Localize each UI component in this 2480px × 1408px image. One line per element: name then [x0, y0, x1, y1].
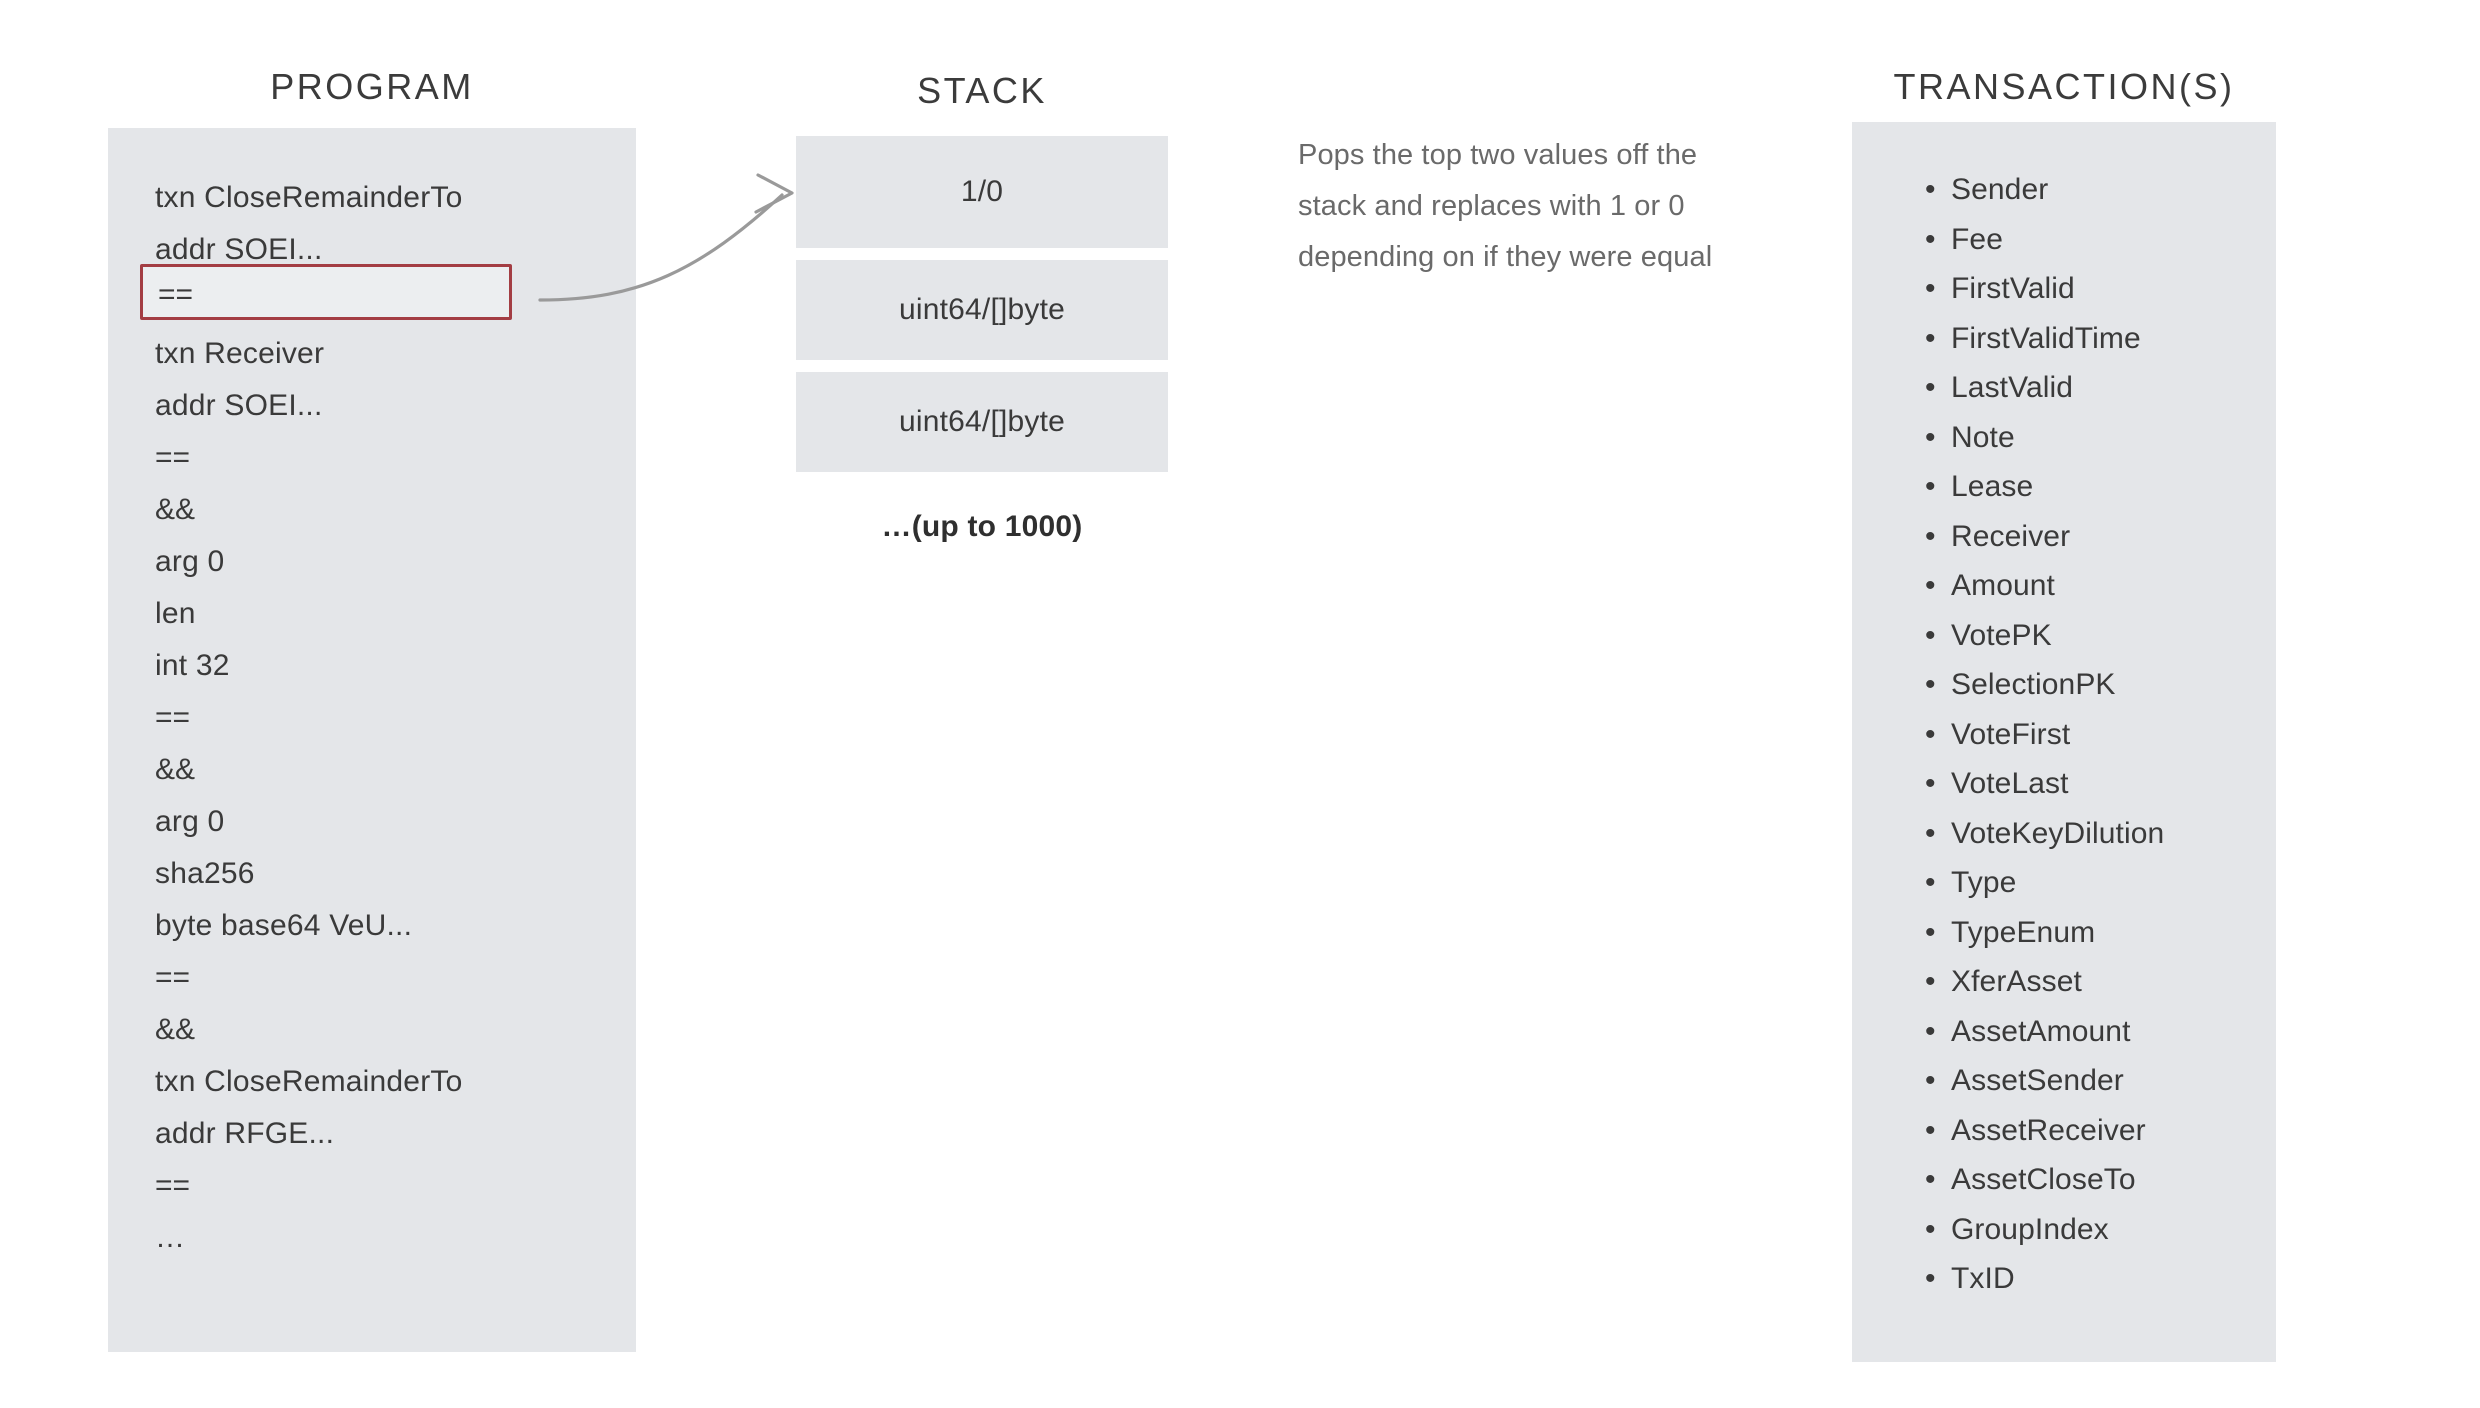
- program-line[interactable]: ==: [155, 441, 191, 474]
- program-line[interactable]: …: [155, 1221, 185, 1254]
- transaction-field-item: Sender: [1925, 165, 2325, 215]
- transaction-column-header: TRANSACTION(S): [1893, 66, 2235, 107]
- program-line[interactable]: addr SOEI...: [155, 233, 323, 266]
- annotation-line: stack and replaces with 1 or 0: [1298, 190, 1685, 222]
- transaction-field-item: SelectionPK: [1925, 660, 2325, 710]
- transaction-field-list: SenderFeeFirstValidFirstValidTimeLastVal…: [1925, 165, 2325, 1304]
- annotation-line: depending on if they were equal: [1298, 241, 1713, 273]
- program-line[interactable]: arg 0: [155, 545, 225, 578]
- transaction-field-item: AssetAmount: [1925, 1007, 2325, 1057]
- transaction-field-item: AssetSender: [1925, 1056, 2325, 1106]
- program-line[interactable]: txn CloseRemainderTo: [155, 181, 463, 214]
- transaction-field-item: Note: [1925, 413, 2325, 463]
- transaction-field-item: VoteLast: [1925, 759, 2325, 809]
- program-line[interactable]: ==: [155, 701, 191, 734]
- highlighted-instruction-box[interactable]: ==: [140, 264, 512, 320]
- program-instruction-list: txn CloseRemainderTo addr SOEI... == txn Re…: [155, 172, 575, 1264]
- stack-box-second: uint64/[]byte: [796, 260, 1168, 360]
- highlighted-instruction-label: ==: [158, 278, 194, 311]
- transaction-field-item: XferAsset: [1925, 957, 2325, 1007]
- stack-box-label: uint64/[]byte: [898, 293, 1066, 326]
- program-line[interactable]: addr SOEI...: [155, 389, 323, 422]
- transaction-field-item: FirstValid: [1925, 264, 2325, 314]
- program-line[interactable]: len: [155, 597, 196, 630]
- program-line[interactable]: &&: [155, 1013, 196, 1046]
- transaction-field-item: Amount: [1925, 561, 2325, 611]
- transaction-field-item: GroupIndex: [1925, 1205, 2325, 1255]
- transaction-field-item: AssetReceiver: [1925, 1106, 2325, 1156]
- annotation-line: Pops the top two values off the: [1298, 139, 1698, 171]
- transaction-field-item: VoteKeyDilution: [1925, 809, 2325, 859]
- transaction-field-item: VoteFirst: [1925, 710, 2325, 760]
- transaction-field-item: FirstValidTime: [1925, 314, 2325, 364]
- program-line[interactable]: ==: [155, 1169, 191, 1202]
- stack-box-label: uint64/[]byte: [898, 405, 1066, 438]
- transaction-field-item: TxID: [1925, 1254, 2325, 1304]
- program-column-header: PROGRAM: [270, 66, 474, 107]
- program-line[interactable]: ==: [155, 961, 191, 994]
- program-line[interactable]: int 32: [155, 649, 230, 682]
- stack-box-third: uint64/[]byte: [796, 372, 1168, 472]
- program-line[interactable]: byte base64 VeU...: [155, 909, 413, 942]
- transaction-field-item: Receiver: [1925, 512, 2325, 562]
- program-line[interactable]: arg 0: [155, 805, 225, 838]
- program-line[interactable]: txn Receiver: [155, 337, 325, 370]
- stack-box-label: 1/0: [960, 175, 1004, 208]
- program-panel: [108, 128, 636, 1352]
- program-line[interactable]: &&: [155, 493, 196, 526]
- program-line[interactable]: txn CloseRemainderTo: [155, 1065, 463, 1098]
- transaction-field-item: TypeEnum: [1925, 908, 2325, 958]
- program-line[interactable]: sha256: [155, 857, 255, 890]
- transaction-field-item: VotePK: [1925, 611, 2325, 661]
- transaction-field-item: AssetCloseTo: [1925, 1155, 2325, 1205]
- stack-box-top: 1/0: [796, 136, 1168, 248]
- stack-column-header: STACK: [917, 70, 1047, 111]
- stack-overflow-label: …(up to 1000): [881, 510, 1083, 543]
- transaction-field-item: LastValid: [1925, 363, 2325, 413]
- transaction-field-item: Type: [1925, 858, 2325, 908]
- transaction-field-item: Fee: [1925, 215, 2325, 265]
- program-line[interactable]: &&: [155, 753, 196, 786]
- annotation-text-block: Pops the top two values off the stack and…: [1298, 130, 1798, 283]
- program-line[interactable]: addr RFGE...: [155, 1117, 335, 1150]
- transaction-field-item: Lease: [1925, 462, 2325, 512]
